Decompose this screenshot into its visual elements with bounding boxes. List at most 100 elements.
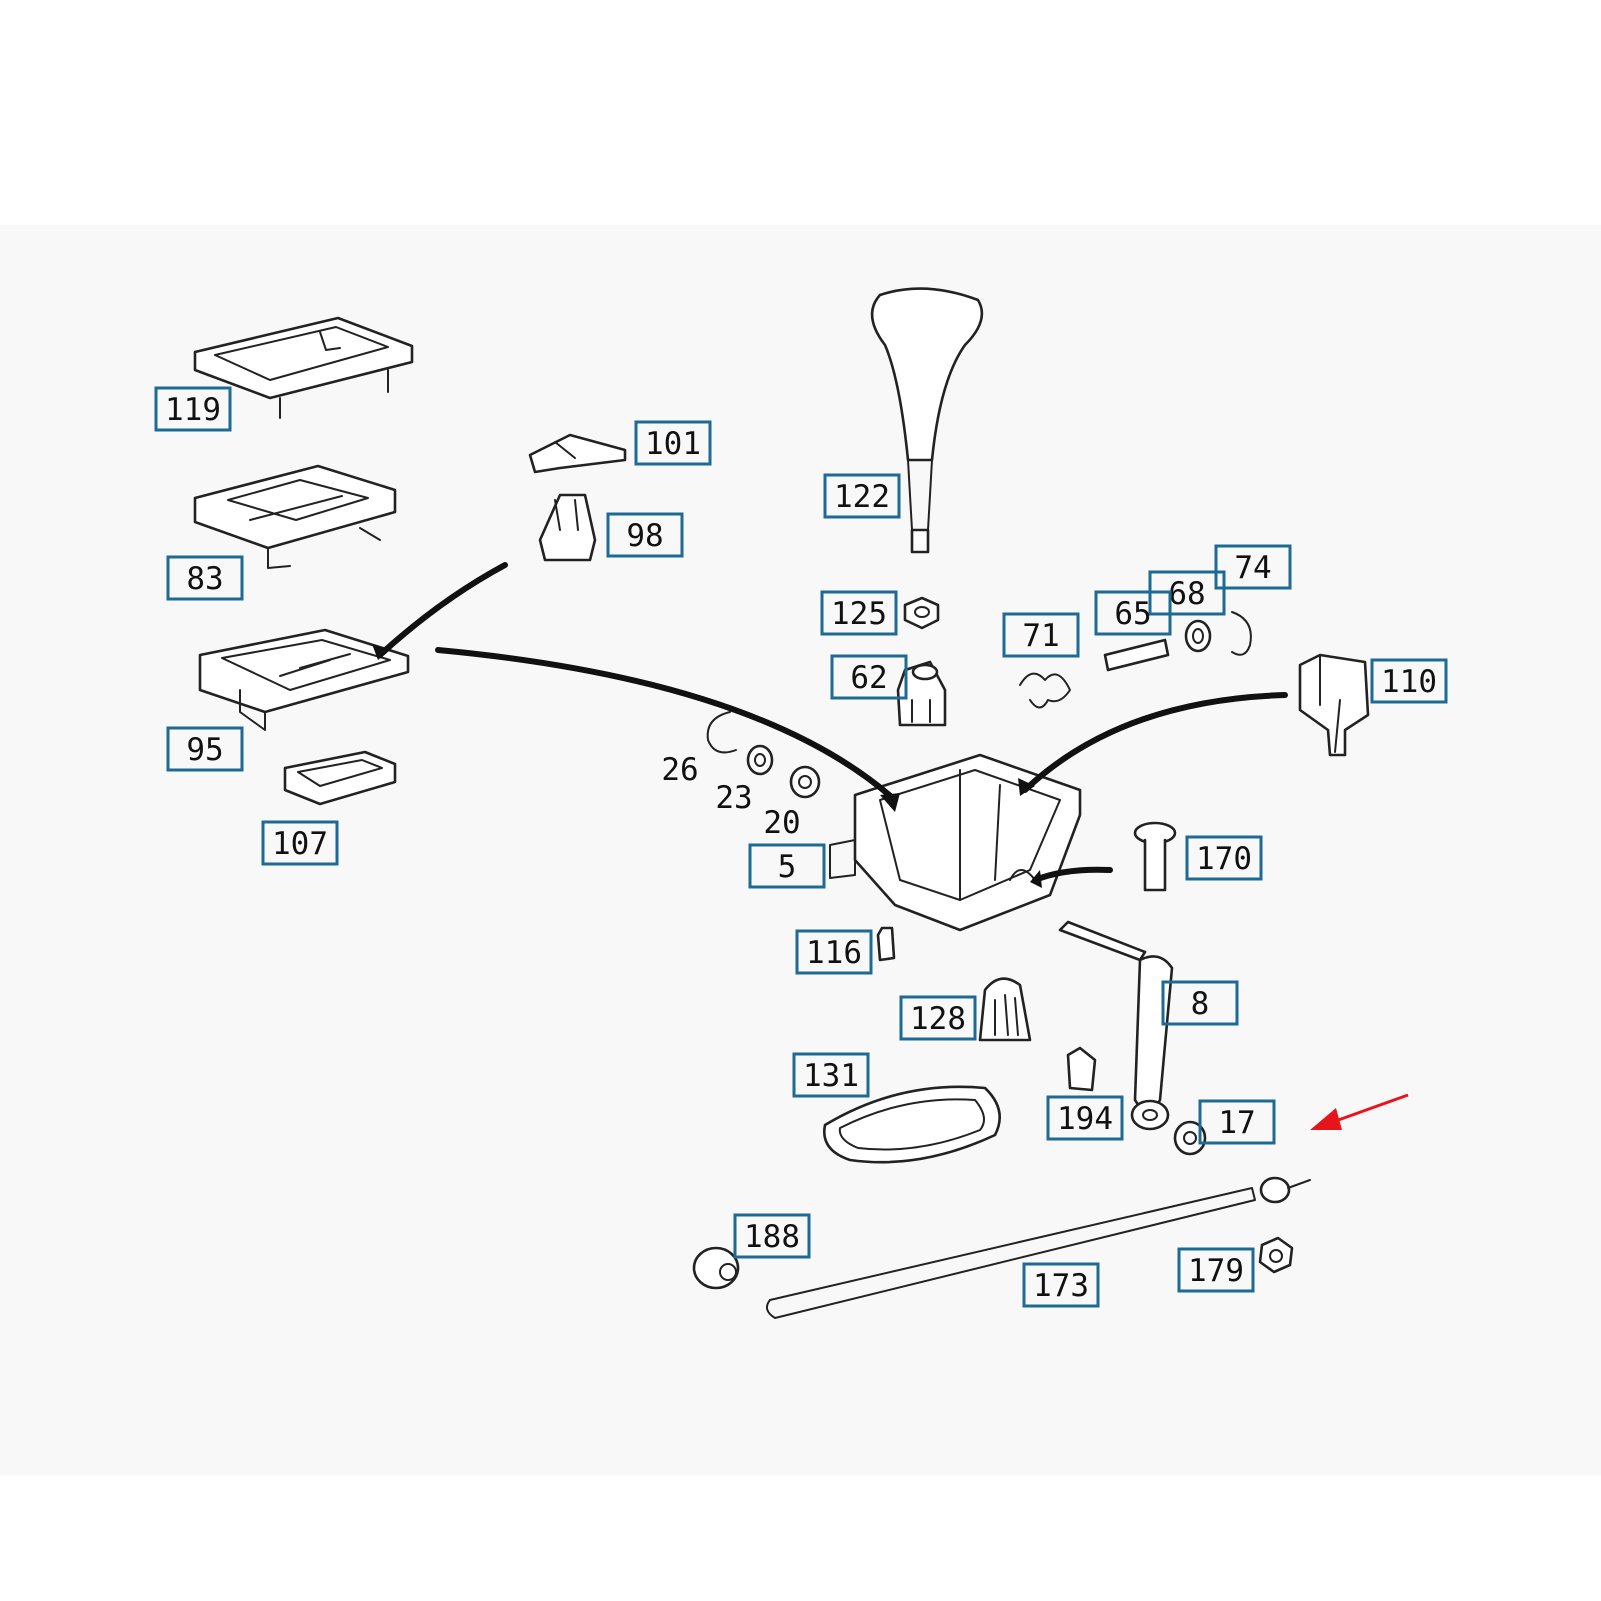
callout-box-8 <box>1161 980 1239 1026</box>
callout-box-194 <box>1046 1095 1124 1141</box>
part-101-slider <box>528 433 627 474</box>
part-125-nut <box>903 596 940 630</box>
callout-131: 131 <box>792 1052 870 1098</box>
callout-label-131: 131 <box>803 1058 859 1094</box>
part-110-switch <box>1298 653 1370 757</box>
callout-label-65: 65 <box>1114 596 1151 632</box>
callout-5: 5 <box>748 843 826 889</box>
callout-box-74 <box>1214 544 1292 590</box>
callout-label-116: 116 <box>806 935 862 971</box>
callout-box-188 <box>733 1213 811 1259</box>
arrow-110-to-housing <box>1022 692 1288 793</box>
callout-box-17 <box>1198 1099 1276 1145</box>
part-68-bushing <box>1184 619 1212 653</box>
arrowhead-110 <box>1018 778 1035 796</box>
callout-label-74: 74 <box>1234 550 1271 586</box>
callout-125: 125 <box>820 590 898 636</box>
callout-170: 170 <box>1185 835 1263 881</box>
callout-box-71 <box>1002 612 1080 658</box>
callout-188: 188 <box>733 1213 811 1259</box>
part-20-washer <box>789 765 821 799</box>
part-119-trim-frame <box>193 316 414 419</box>
callout-box-98 <box>606 512 684 558</box>
part-194-clip <box>1066 1046 1097 1092</box>
callout-box-5 <box>748 843 826 889</box>
callout-label-98: 98 <box>626 518 663 554</box>
callout-box-122 <box>823 473 901 519</box>
callout-116: 116 <box>795 929 873 975</box>
part-128-grommet <box>978 977 1032 1042</box>
part-188-bushing <box>692 1246 740 1290</box>
callout-box-125 <box>820 590 898 636</box>
callout-label-71: 71 <box>1022 618 1059 654</box>
part-74-circlip <box>1231 611 1252 656</box>
callout-box-95 <box>166 726 244 772</box>
part-173-shift-rod <box>765 1176 1311 1319</box>
callout-74: 74 <box>1214 544 1292 590</box>
part-26-circlip <box>706 711 737 754</box>
part-17-bushing <box>1173 1120 1207 1156</box>
callout-label-188: 188 <box>744 1219 800 1255</box>
callout-label-128: 128 <box>910 1001 966 1037</box>
callout-110: 110 <box>1370 658 1448 704</box>
callout-layer: 119 101 122 98 83 74 68 65 125 71 110 62 95 107 5 170 11… <box>154 386 1448 1308</box>
part-62-bracket <box>896 660 947 727</box>
callout-box-101 <box>634 420 712 466</box>
part-170-bolt <box>1133 821 1177 892</box>
callout-194: 194 <box>1046 1095 1124 1141</box>
part-label-20: 20 <box>763 805 800 841</box>
part-116-plug <box>876 926 896 962</box>
callout-173: 173 <box>1022 1262 1100 1308</box>
callout-box-128 <box>899 995 977 1041</box>
callout-label-62: 62 <box>850 660 887 696</box>
callout-label-125: 125 <box>831 596 887 632</box>
callout-128: 128 <box>899 995 977 1041</box>
callout-box-83 <box>166 555 244 601</box>
callout-box-116 <box>795 929 873 975</box>
callout-label-122: 122 <box>834 479 890 515</box>
callout-box-65 <box>1094 590 1172 636</box>
callout-box-170 <box>1185 835 1263 881</box>
part-98-clip <box>538 493 597 562</box>
callout-label-170: 170 <box>1196 841 1252 877</box>
callout-label-101: 101 <box>645 426 701 462</box>
callout-179: 179 <box>1177 1247 1255 1293</box>
callout-107: 107 <box>261 820 339 866</box>
callout-label-95: 95 <box>186 732 223 768</box>
part-71-spring <box>1019 672 1071 709</box>
part-23-bushing <box>746 744 774 776</box>
part-179-nut <box>1258 1236 1294 1274</box>
callout-119: 119 <box>154 386 232 432</box>
arrowhead-95 <box>880 793 900 812</box>
callout-label-194: 194 <box>1057 1101 1113 1137</box>
part-5-selector-housing <box>829 753 1082 932</box>
part-83-cover-plate <box>193 464 397 569</box>
callout-label-83: 83 <box>186 561 223 597</box>
callout-box-173 <box>1022 1262 1100 1308</box>
callout-box-179 <box>1177 1247 1255 1293</box>
callout-65: 65 <box>1094 590 1172 636</box>
part-131-boot <box>823 1085 1001 1164</box>
arrow-98-to-95 <box>377 562 508 658</box>
callout-71: 71 <box>1002 612 1080 658</box>
part-122-shift-knob <box>870 287 984 554</box>
highlight-arrow <box>1310 1093 1409 1130</box>
callout-label-68: 68 <box>1168 576 1205 612</box>
callout-box-62 <box>830 654 908 700</box>
callout-box-110 <box>1370 658 1448 704</box>
callout-label-119: 119 <box>165 392 221 428</box>
part-label-26: 26 <box>661 752 698 788</box>
callout-62: 62 <box>830 654 908 700</box>
arrowhead-98 <box>372 644 390 660</box>
callout-label-110: 110 <box>1381 664 1437 700</box>
callout-95: 95 <box>166 726 244 772</box>
diagram-panel <box>0 225 1601 1475</box>
arrowhead-170 <box>1030 870 1042 888</box>
part-95-housing-tray <box>198 628 410 731</box>
assembly-arrows <box>372 562 1288 888</box>
callout-83: 83 <box>166 555 244 601</box>
callout-label-173: 173 <box>1033 1268 1089 1304</box>
